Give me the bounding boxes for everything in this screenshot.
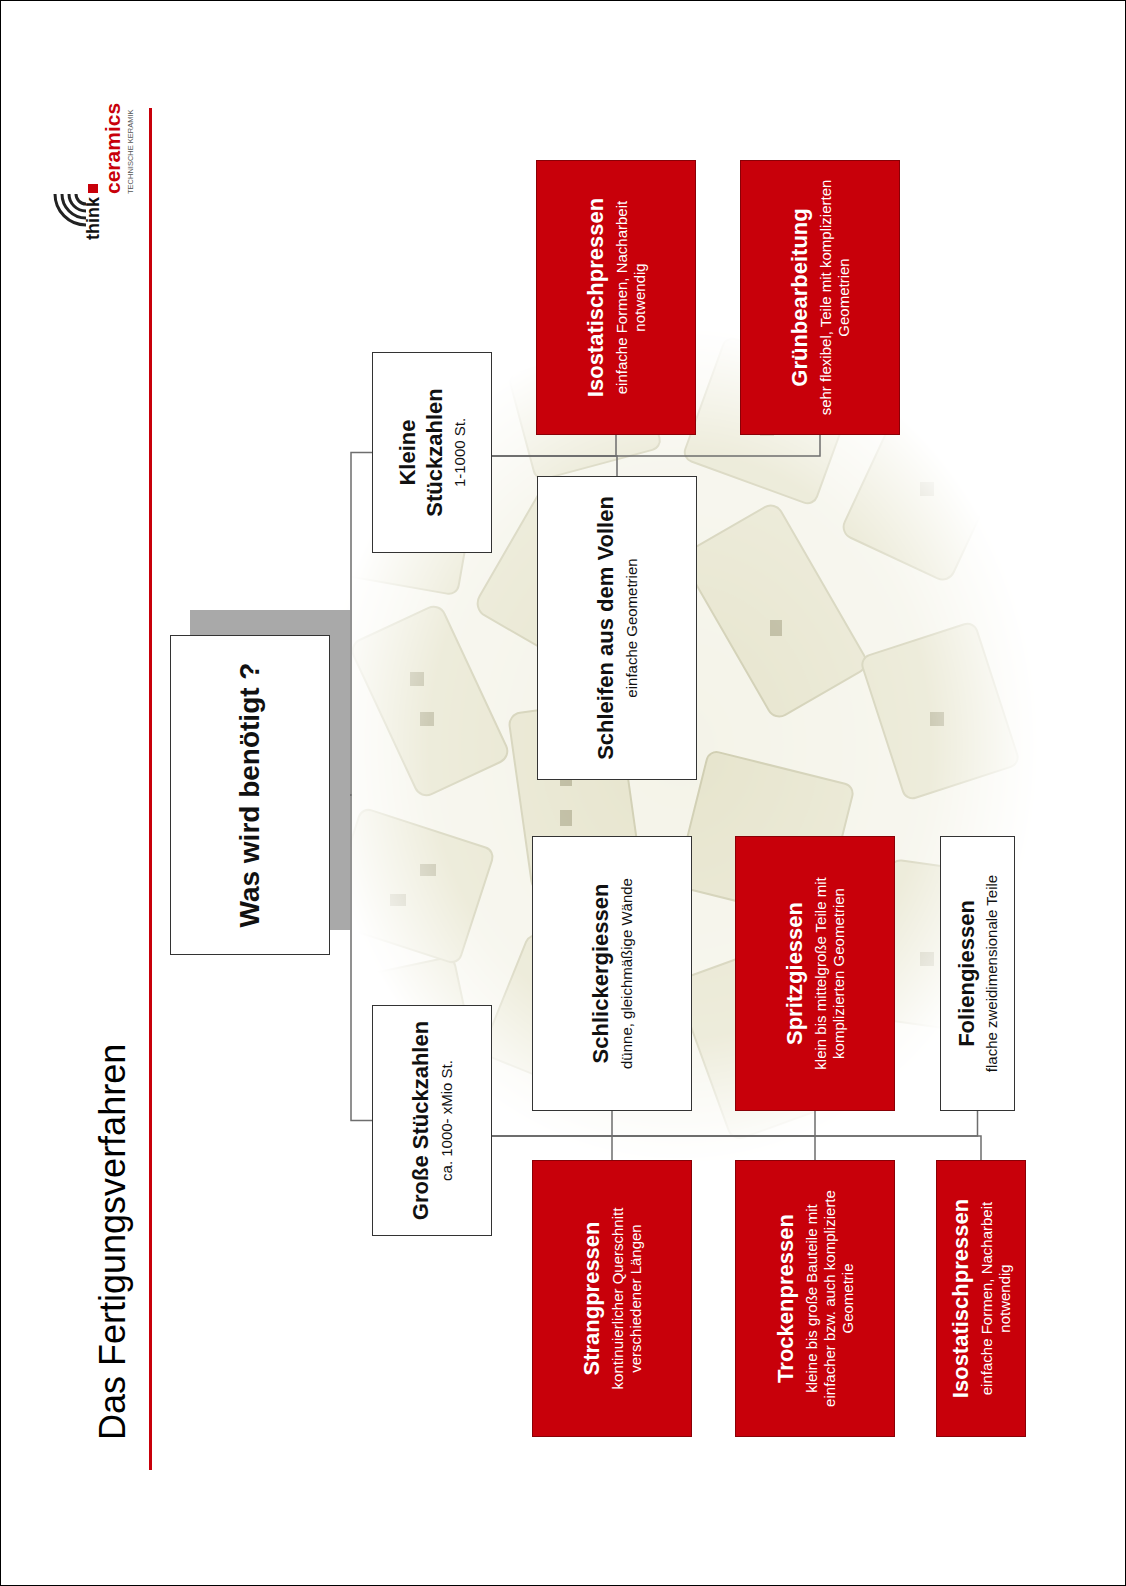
connector-line xyxy=(492,1111,978,1136)
connector-line xyxy=(492,1111,612,1136)
category-box: Große Stückzahlenca. 1000- xMio St. xyxy=(372,1005,492,1236)
node-body: ca. 1000- xMio St. xyxy=(438,1060,456,1181)
process-box: Schlickergiessendünne, gleichmäßige Wänd… xyxy=(532,836,692,1111)
process-box: Isostatischpresseneinfache Formen, Nacha… xyxy=(936,1160,1026,1437)
node-heading: Strangpressen xyxy=(579,1221,605,1375)
node-heading: Isostatischpressen xyxy=(948,1199,974,1398)
process-box: Foliengiessenflache zweidimensionale Tei… xyxy=(940,836,1015,1111)
slide-title: Das Fertigungsverfahren xyxy=(92,1044,133,1440)
process-box: Strangpressenkontinuierlicher Querschnit… xyxy=(532,1160,692,1437)
node-body: flache zweidimensionale Teile xyxy=(983,875,1001,1072)
node-heading: Foliengiessen xyxy=(954,900,980,1047)
node-body: einfache Geometrien xyxy=(623,558,641,697)
connector-line xyxy=(492,435,616,456)
node-body: einfache Formen, Nacharbeit notwendig xyxy=(978,1173,1014,1424)
connector-line xyxy=(492,456,617,476)
node-heading: Schlickergiessen xyxy=(588,884,614,1064)
node-body: kontinuierlicher Querschnitt verschieden… xyxy=(609,1173,645,1424)
node-body: einfache Formen, Nacharbeit notwendig xyxy=(613,173,649,422)
node-body: klein bis mittelgroße Teile mit komplizi… xyxy=(812,849,848,1098)
node-heading: Grünbearbeitung xyxy=(787,208,813,386)
node-body: sehr flexibel, Teile mit komplizierten G… xyxy=(817,173,853,422)
question-box: Was wird benötigt ? xyxy=(170,635,330,955)
logo-arcs xyxy=(55,194,86,225)
title-rule xyxy=(149,108,152,1470)
node-body: kleine bis große Bauteile mit einfacher … xyxy=(803,1173,857,1424)
logo-text: ceramics xyxy=(101,103,124,194)
connector-line xyxy=(330,795,372,1121)
connector-line xyxy=(492,1111,815,1136)
connector-line xyxy=(492,1136,612,1160)
node-heading: Spritzgiessen xyxy=(782,902,808,1045)
connector-line xyxy=(492,1136,815,1160)
node-body: 1-1000 St. xyxy=(451,418,469,487)
category-box: Kleine Stückzahlen1-1000 St. xyxy=(372,352,492,553)
connector-line xyxy=(330,453,372,796)
process-box: Schleifen aus dem Volleneinfache Geometr… xyxy=(537,476,697,780)
connector-line xyxy=(492,435,820,456)
process-box: Trockenpressenkleine bis große Bauteile … xyxy=(735,1160,895,1437)
node-heading: Trockenpressen xyxy=(773,1214,799,1383)
process-box: Grünbearbeitungsehr flexibel, Teile mit … xyxy=(740,160,900,435)
node-heading: Kleine Stückzahlen xyxy=(395,365,448,540)
node-heading: Was wird benötigt ? xyxy=(233,663,267,928)
logo-text: TECHNISCHE KERAMIK xyxy=(127,109,135,194)
logo-mark xyxy=(88,184,98,193)
node-body: dünne, gleichmäßige Wände xyxy=(618,878,636,1069)
node-heading: Schleifen aus dem Vollen xyxy=(593,496,619,760)
process-box: Spritzgiessenklein bis mittelgroße Teile… xyxy=(735,836,895,1111)
logo-text: think xyxy=(84,197,104,240)
process-box: Isostatischpresseneinfache Formen, Nacha… xyxy=(536,160,696,435)
connector-line xyxy=(492,1136,981,1160)
node-heading: Isostatischpressen xyxy=(583,198,609,397)
node-heading: Große Stückzahlen xyxy=(408,1021,434,1220)
